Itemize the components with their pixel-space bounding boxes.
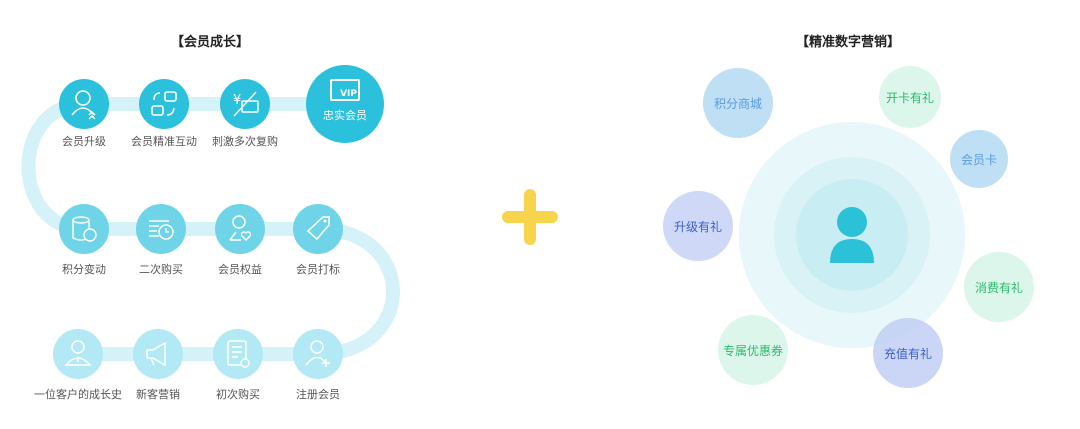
user-upgrade-icon — [59, 79, 109, 129]
marketing-title: 【精准数字营销】 — [795, 35, 901, 50]
step-label: 新客营销 — [136, 388, 180, 401]
user-add-icon — [293, 329, 343, 379]
bubble-label: 升级有礼 — [673, 219, 722, 234]
step-label: 会员精准互动 — [131, 135, 197, 148]
step-label: 注册会员 — [296, 388, 340, 401]
bubble-label: 会员卡 — [960, 152, 997, 167]
bubble-label: 专属优惠券 — [722, 343, 783, 358]
user-heart-icon — [215, 204, 265, 254]
bubble-spend-gift[interactable]: 消费有礼 — [964, 252, 1034, 322]
interaction-icon — [139, 79, 189, 129]
step-label: 会员升级 — [62, 135, 106, 148]
inner-ring — [796, 179, 908, 291]
step-label: 初次购买 — [216, 388, 260, 401]
bubble-member-card[interactable]: 会员卡 — [950, 130, 1008, 188]
bubble-label: 充值有礼 — [883, 346, 932, 361]
bubble-card-gift[interactable]: 开卡有礼 — [879, 66, 941, 128]
loyal-member-node: VIP 忠实会员 — [306, 65, 384, 143]
bubble-coupon[interactable]: 专属优惠券 — [718, 315, 788, 385]
svg-text:¥: ¥ — [233, 93, 241, 108]
person-tie-icon — [53, 329, 103, 379]
bubble-points-mall[interactable]: 积分商城 — [703, 68, 773, 138]
growth-title: 【会员成长】 — [170, 35, 250, 50]
step-label: 积分变动 — [62, 263, 106, 276]
bubble-recharge-gift[interactable]: 充值有礼 — [873, 318, 943, 388]
step-label: 会员权益 — [218, 263, 262, 276]
order-list-icon — [213, 329, 263, 379]
loyal-member-label: 忠实会员 — [323, 109, 367, 122]
step-label: 刺激多次复购 — [212, 135, 278, 148]
step-label: 会员打标 — [296, 263, 340, 276]
step-label: 二次购买 — [139, 263, 183, 276]
megaphone-icon — [133, 329, 183, 379]
bubble-label: 积分商城 — [713, 96, 762, 111]
vip-badge: VIP — [340, 89, 357, 99]
bubble-upgrade-gift[interactable]: 升级有礼 — [663, 191, 733, 261]
bubble-label: 消费有礼 — [974, 280, 1023, 295]
tag-icon — [293, 204, 343, 254]
yuan-card-icon: ¥ — [220, 79, 270, 129]
step-label: 一位客户的成长史 — [34, 388, 122, 401]
vip-card-icon: VIP — [330, 79, 360, 101]
clock-list-icon — [136, 204, 186, 254]
coins-refresh-icon — [59, 204, 109, 254]
bubble-label: 开卡有礼 — [885, 90, 934, 105]
